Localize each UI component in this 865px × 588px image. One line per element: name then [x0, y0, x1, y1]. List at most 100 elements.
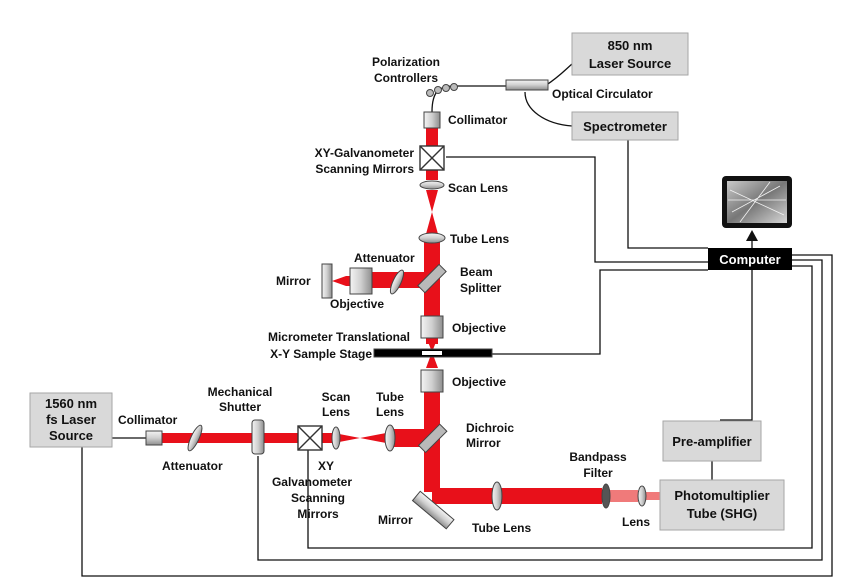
bandpass-filter-line2: Filter — [583, 466, 613, 480]
beam-vertical-galvo — [426, 168, 438, 180]
scan-lens-top-label: Scan Lens — [448, 181, 508, 195]
wire-computer-galvo-bottom — [307, 265, 813, 549]
tube-lens-top-icon — [418, 232, 446, 244]
tube-lens-left-line2: Lens — [376, 405, 404, 419]
computer-label: Computer — [719, 252, 780, 267]
laser850-line1: 850 nm — [608, 38, 653, 53]
attenuator-left-label: Attenuator — [162, 459, 223, 473]
laser1560-line3: Source — [49, 428, 93, 443]
objective-reference-icon — [349, 267, 373, 295]
xy-galvo-top-line1: XY-Galvanometer — [315, 146, 415, 160]
collimator-top-label: Collimator — [448, 113, 508, 127]
signal-wires — [81, 63, 833, 577]
monitor-arrow — [746, 230, 758, 241]
mechanical-shutter-line1: Mechanical — [208, 385, 273, 399]
component-labels: Polarization Controllers Optical Circula… — [118, 55, 653, 535]
collimator-left-icon — [145, 430, 163, 446]
xy-galvo-bottom-line2: Galvanometer — [272, 475, 352, 489]
beam-bottom-lens — [640, 492, 660, 500]
lens-pmt-label: Lens — [622, 515, 650, 529]
dichroic-mirror-line2: Mirror — [466, 436, 501, 450]
wire-computer-preamp — [720, 270, 753, 421]
xy-galvo-bottom-line4: Mirrors — [297, 507, 339, 521]
monitor-icon — [722, 176, 792, 228]
beam-left-scan-focus — [320, 433, 386, 443]
polarization-controllers-line2: Controllers — [374, 71, 438, 85]
attenuator-top-label: Attenuator — [354, 251, 415, 265]
preamp-box — [662, 420, 762, 462]
beam-bottom-filter — [608, 490, 638, 502]
xy-galvo-bottom-line3: Scanning — [291, 491, 345, 505]
pmt-line2: Tube (SHG) — [687, 506, 758, 521]
computer-box — [708, 248, 792, 270]
collimator-top-icon — [423, 111, 441, 129]
laser850-line2: Laser Source — [589, 56, 671, 71]
beam-splitter-line1: Beam — [460, 265, 493, 279]
beam-splitter-icon — [417, 263, 447, 294]
tube-lens-bottom-label: Tube Lens — [472, 521, 531, 535]
wire-stage-computer — [492, 269, 708, 355]
beam-reference-tip — [332, 276, 346, 286]
pmt-box — [659, 479, 785, 531]
mirror-top-icon — [321, 263, 333, 299]
beam-bottom — [432, 488, 602, 504]
wire-computer-shutter — [257, 259, 823, 561]
scan-lens-left-icon — [331, 426, 341, 450]
instrument-boxes: 850 nm Laser Source Spectrometer 1560 nm… — [29, 32, 792, 531]
scan-lens-left-line2: Lens — [322, 405, 350, 419]
galvo-top-icon — [419, 145, 445, 171]
xy-galvo-top-line2: Scanning Mirrors — [315, 162, 414, 176]
spectrometer-box — [571, 111, 679, 141]
scan-lens-left-line1: Scan — [322, 390, 351, 404]
wire-computer-laser1560 — [81, 254, 833, 577]
sample-stage-line2: X-Y Sample Stage — [270, 347, 372, 361]
mirror-bottom-icon — [411, 490, 455, 530]
beam-left-shutter — [262, 433, 298, 443]
optics — [145, 79, 647, 530]
objective-middle-label: Objective — [452, 321, 506, 335]
objective-middle-icon — [420, 315, 444, 339]
xy-galvo-bottom-line1: XY — [318, 459, 334, 473]
pmt-line1: Photomultiplier — [674, 488, 769, 503]
polarization-controllers-line1: Polarization — [372, 55, 440, 69]
laser1560-box — [29, 392, 113, 448]
dichroic-mirror-line1: Dichroic — [466, 421, 514, 435]
sample-stage-line1: Micrometer Translational — [268, 330, 410, 344]
objective-low-icon — [420, 369, 444, 393]
tube-lens-left-line1: Tube — [376, 390, 404, 404]
laser850-box — [571, 32, 689, 76]
mechanical-shutter-line2: Shutter — [219, 400, 261, 414]
polarization-controller-icon — [426, 83, 458, 97]
bandpass-filter-icon — [601, 483, 611, 509]
spectrometer-label: Spectrometer — [583, 119, 667, 134]
collimator-left-label: Collimator — [118, 413, 178, 427]
objective-reference-label: Objective — [330, 297, 384, 311]
attenuator-top-icon — [389, 269, 405, 295]
fiber-laser850 — [544, 63, 573, 87]
optical-circulator-label: Optical Circulator — [552, 87, 653, 101]
tube-lens-left-icon — [384, 424, 396, 452]
wire-galvo-top-computer — [446, 156, 708, 263]
galvo-bottom-icon — [297, 425, 323, 451]
mirror-top-label: Mirror — [276, 274, 311, 288]
wire-spectrometer-computer — [627, 140, 708, 249]
scan-lens-top-icon — [419, 180, 445, 190]
dichroic-mirror-icon — [417, 423, 448, 454]
lens-pmt-icon — [637, 485, 647, 507]
sample-slide-icon — [422, 351, 442, 355]
beam-splitter-line2: Splitter — [460, 281, 502, 295]
mirror-bottom-label: Mirror — [378, 513, 413, 527]
attenuator-left-icon — [187, 424, 203, 452]
optical-circulator-icon — [505, 79, 549, 91]
fiber-spectrometer — [524, 91, 573, 127]
laser1560-line2: fs Laser — [46, 412, 96, 427]
objective-low-label: Objective — [452, 375, 506, 389]
preamp-label: Pre-amplifier — [672, 434, 751, 449]
tube-lens-top-label: Tube Lens — [450, 232, 509, 246]
bandpass-filter-line1: Bandpass — [569, 450, 627, 464]
tube-lens-bottom-icon — [491, 481, 503, 511]
laser1560-line1: 1560 nm — [45, 396, 97, 411]
laser-beams — [162, 128, 660, 504]
beam-left-collimator — [162, 433, 262, 443]
